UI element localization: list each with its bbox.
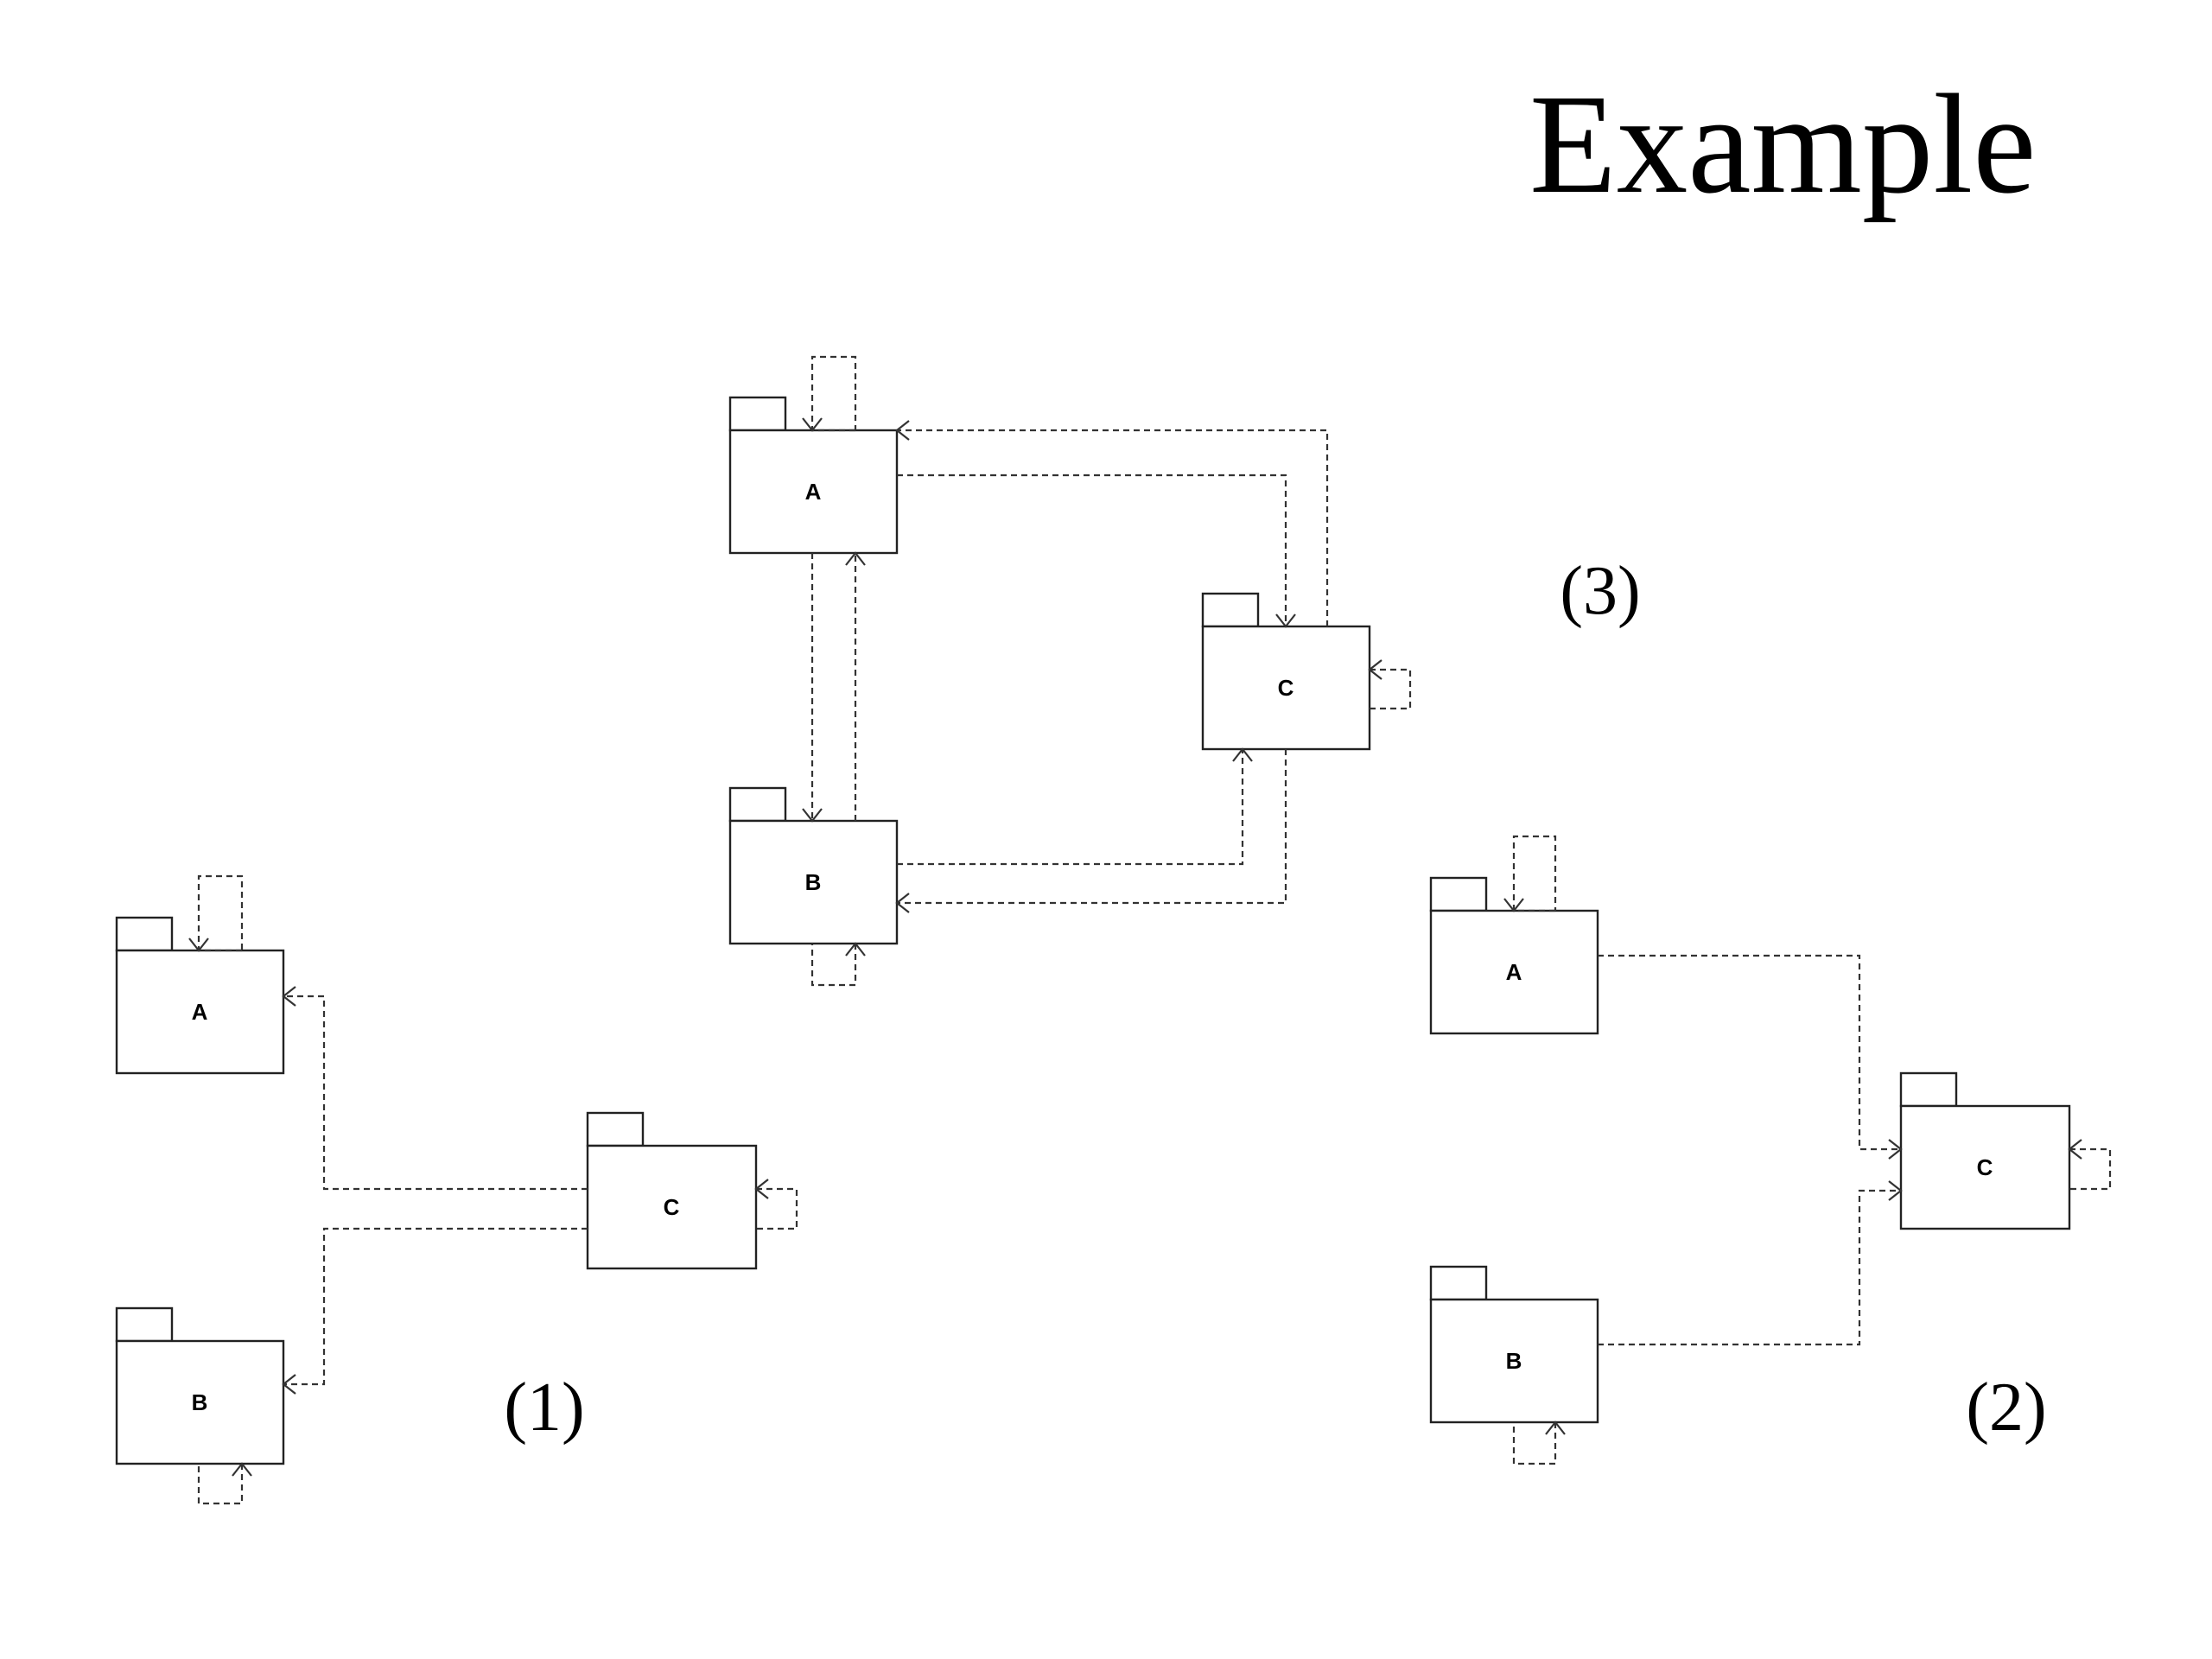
package-tab [728,396,787,432]
dependency-a-self [188,874,244,952]
package-tab [728,786,787,823]
diagram-label: (3) [1560,553,1640,629]
dependency-a-to-c [1598,954,1903,1160]
diagram-label: (1) [504,1370,584,1446]
dependency-b-self [1512,1421,1566,1465]
dependency-a-self [802,355,857,432]
dependency-c-self [2068,1139,2112,1191]
package-body [728,429,899,555]
package-tab [1429,1265,1488,1301]
package-d3-a[interactable]: A [728,396,899,555]
diagram-2: A B C [1429,835,2112,1465]
package-body [115,1339,285,1465]
package-body [1899,1104,2071,1230]
dependency-c-to-a [282,986,588,1191]
dependency-a-to-b [802,553,823,823]
page-title: Example [1529,65,2036,223]
package-body [586,1144,758,1270]
package-d3-b[interactable]: B [728,786,899,945]
package-d2-a[interactable]: A [1429,876,1599,1035]
dependency-c-self [1368,659,1412,710]
package-d1-c[interactable]: C [586,1111,758,1270]
diagram-label: (2) [1966,1370,2046,1446]
package-d1-a[interactable]: A [115,916,285,1075]
package-d1-b[interactable]: B [115,1306,285,1465]
package-label: B [192,1389,208,1415]
dependency-b-to-c [897,747,1253,866]
dependency-c-to-a [895,420,1329,626]
package-body [1429,909,1599,1035]
package-body [728,819,899,945]
package-tab [1429,876,1488,912]
dependency-a-self [1503,835,1557,912]
dependency-c-self [754,1179,798,1230]
package-label: C [1977,1154,1993,1180]
package-d3-c[interactable]: C [1201,592,1371,751]
package-label: A [805,479,822,505]
dependency-b-to-a [845,551,866,821]
dependency-b-self [810,942,866,987]
package-label: C [664,1194,680,1220]
dependency-c-to-b [282,1227,588,1395]
diagram-3: A B C [728,355,1641,987]
package-tab [1201,592,1260,628]
package-body [1429,1298,1599,1424]
package-tab [115,916,174,952]
package-label: B [1506,1348,1522,1374]
package-label: B [805,869,822,895]
package-d2-c[interactable]: C [1899,1071,2071,1230]
package-tab [1899,1071,1958,1108]
dependency-b-to-c [1598,1180,1903,1346]
dependency-b-self [197,1462,252,1505]
package-body [115,949,285,1075]
dependency-c-to-b [895,749,1287,913]
package-d2-b[interactable]: B [1429,1265,1599,1424]
diagram-1: A B C [115,874,798,1505]
package-tab [115,1306,174,1343]
package-label: C [1278,675,1294,701]
package-label: A [192,999,208,1025]
dependency-a-to-c [897,474,1296,628]
package-tab [586,1111,645,1147]
package-body [1201,625,1371,751]
package-label: A [1506,959,1522,985]
